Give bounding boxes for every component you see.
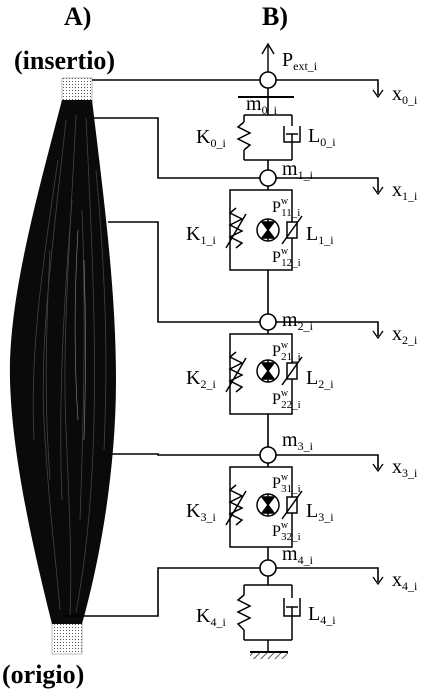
node-3 <box>259 446 277 464</box>
panel-b-label: B) <box>262 2 288 31</box>
l2-label: L2_i <box>306 367 334 391</box>
x0-label: x0_i <box>392 83 418 107</box>
x3-label: x3_i <box>392 456 418 480</box>
x3-arrow-icon <box>372 463 384 473</box>
spring-1-icon <box>228 207 244 249</box>
segment-1 <box>225 189 303 271</box>
x0-arrow-icon <box>372 89 384 99</box>
mass-4-label: m4_i <box>282 543 314 567</box>
mass-3-label: m3_i <box>282 429 314 453</box>
connector-x0 <box>92 79 379 95</box>
x2-arrow-icon <box>372 330 384 340</box>
x1-label: x1_i <box>392 179 418 203</box>
x2-label: x2_i <box>392 323 418 347</box>
node-1 <box>259 169 277 187</box>
spring-4-icon <box>236 594 252 631</box>
muscle-illustration <box>9 77 116 655</box>
spring-0-icon <box>236 121 252 151</box>
mass-2-label: m2_i <box>282 309 314 333</box>
connector-x2 <box>108 221 379 336</box>
segment-3 <box>225 466 303 548</box>
origio-label: (origio) <box>2 660 85 689</box>
external-force-arrow <box>261 42 275 72</box>
k3-label: K3_i <box>186 500 216 524</box>
k1-label: K1_i <box>186 223 216 247</box>
mass-0-label: m0_i <box>246 93 278 117</box>
muscle-highlights <box>74 229 86 441</box>
x1-arrow-icon <box>372 186 384 196</box>
muscle-belly <box>9 100 116 624</box>
x4-arrow-icon <box>372 576 384 586</box>
force-label: Pext_i <box>282 49 318 73</box>
connector-lines <box>62 79 379 617</box>
mass-nodes <box>259 71 277 577</box>
connector-x3 <box>112 453 379 469</box>
l0-label: L0_i <box>308 125 336 149</box>
l3-label: L3_i <box>306 500 334 524</box>
l4-label: L4_i <box>308 603 336 627</box>
k0-label: K0_i <box>196 126 226 150</box>
mass-1-label: m1_i <box>282 158 314 182</box>
spring-2-icon <box>228 351 244 393</box>
x4-label: x4_i <box>392 569 418 593</box>
connector-x1 <box>92 117 379 192</box>
insertio-label: (insertio) <box>14 46 116 75</box>
segment-2 <box>225 333 303 415</box>
l1-label: L1_i <box>306 223 334 247</box>
k4-label: K4_i <box>196 605 226 629</box>
spring-3-icon <box>228 484 244 526</box>
segment-0 <box>236 96 301 161</box>
connector-x4 <box>62 567 379 617</box>
panel-a-label: A) <box>64 2 92 31</box>
node-0 <box>259 71 277 89</box>
node-4 <box>259 559 277 577</box>
segment-4 <box>236 584 301 652</box>
ground-icon <box>250 651 288 659</box>
node-2 <box>259 313 277 331</box>
k2-label: K2_i <box>186 367 216 391</box>
labels: Pext_i m0_i m1_i m2_i m3_i m4_i x0_i x1_… <box>186 49 418 629</box>
displacement-arrows <box>372 89 384 586</box>
muscle-fibers <box>32 114 107 616</box>
